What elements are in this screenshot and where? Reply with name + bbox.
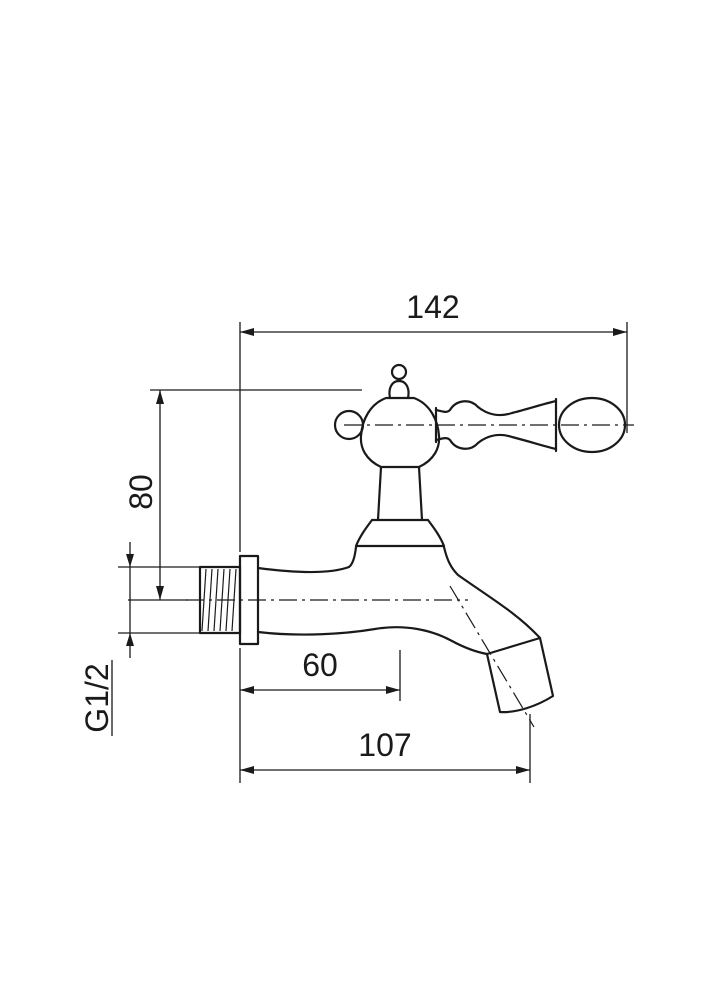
arrowhead-right (516, 766, 530, 774)
dimension-thread: G1/2 (79, 542, 202, 736)
arrowhead-left (240, 766, 254, 774)
bonnet (354, 465, 446, 548)
arrowhead-right (386, 686, 400, 694)
arrowhead-right (613, 328, 627, 336)
handle-ball (333, 409, 365, 441)
knob-ball (390, 363, 408, 381)
dimension-142: 142 (239, 289, 628, 552)
handle-lever (434, 396, 627, 454)
faucet-outline (198, 363, 627, 714)
lever-bottom-edge (434, 433, 558, 451)
lever-top-edge (434, 399, 558, 417)
arrowhead-top (126, 554, 134, 567)
dim-label-142: 142 (406, 289, 459, 325)
knob-dome (388, 379, 410, 400)
centerlines (186, 424, 634, 728)
body-outer-edge (442, 545, 542, 640)
dim-label-60: 60 (302, 647, 338, 683)
spout-centerline (449, 585, 535, 728)
handle-hub (359, 396, 441, 469)
arrowhead-bottom (156, 586, 164, 600)
handle-knob (388, 363, 410, 400)
dimension-80: 80 (123, 389, 362, 601)
spout-end (485, 636, 555, 714)
dim-label-thread: G1/2 (79, 663, 115, 732)
arrowhead-left (240, 686, 254, 694)
dimension-60: 60 (239, 647, 401, 783)
dim-label-80: 80 (123, 474, 159, 510)
dim-label-107: 107 (358, 727, 411, 763)
body-inner-edge (256, 626, 489, 656)
dimension-107: 107 (240, 714, 531, 783)
body-top-edge (256, 545, 358, 574)
arrowhead-left (240, 328, 254, 336)
arrowhead-bottom (126, 633, 134, 646)
arrowhead-top (156, 390, 164, 404)
